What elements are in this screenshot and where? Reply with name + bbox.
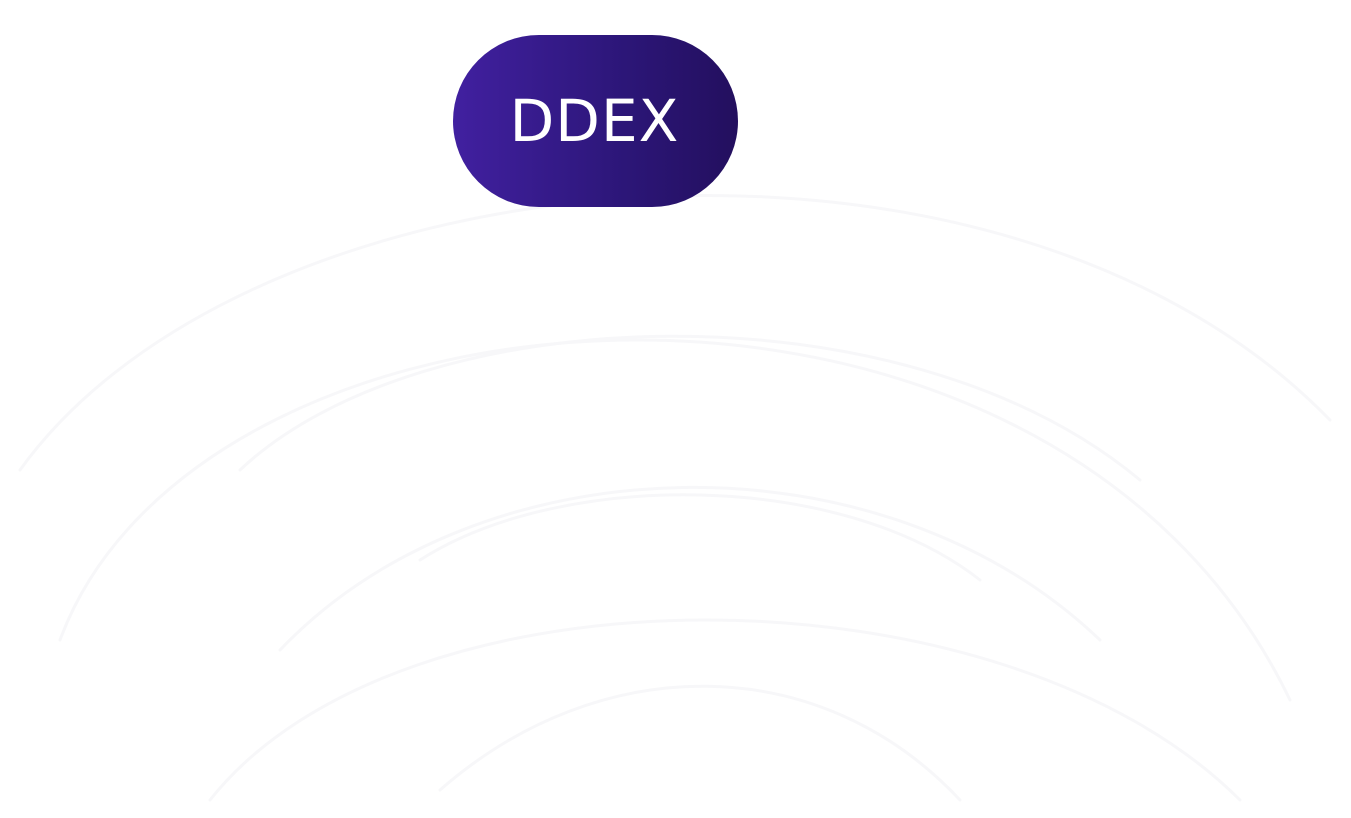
ddex-button[interactable]: DDEX xyxy=(453,35,738,207)
ddex-label: DDEX xyxy=(509,87,680,155)
arc-middle-2 xyxy=(278,486,1102,652)
arc-low xyxy=(208,618,1242,802)
arc-outer xyxy=(18,194,1332,472)
arc-middle xyxy=(238,334,1142,482)
arc-inner xyxy=(418,493,982,582)
arc-inner-2 xyxy=(438,684,962,802)
arc-outer-2 xyxy=(58,338,1292,702)
